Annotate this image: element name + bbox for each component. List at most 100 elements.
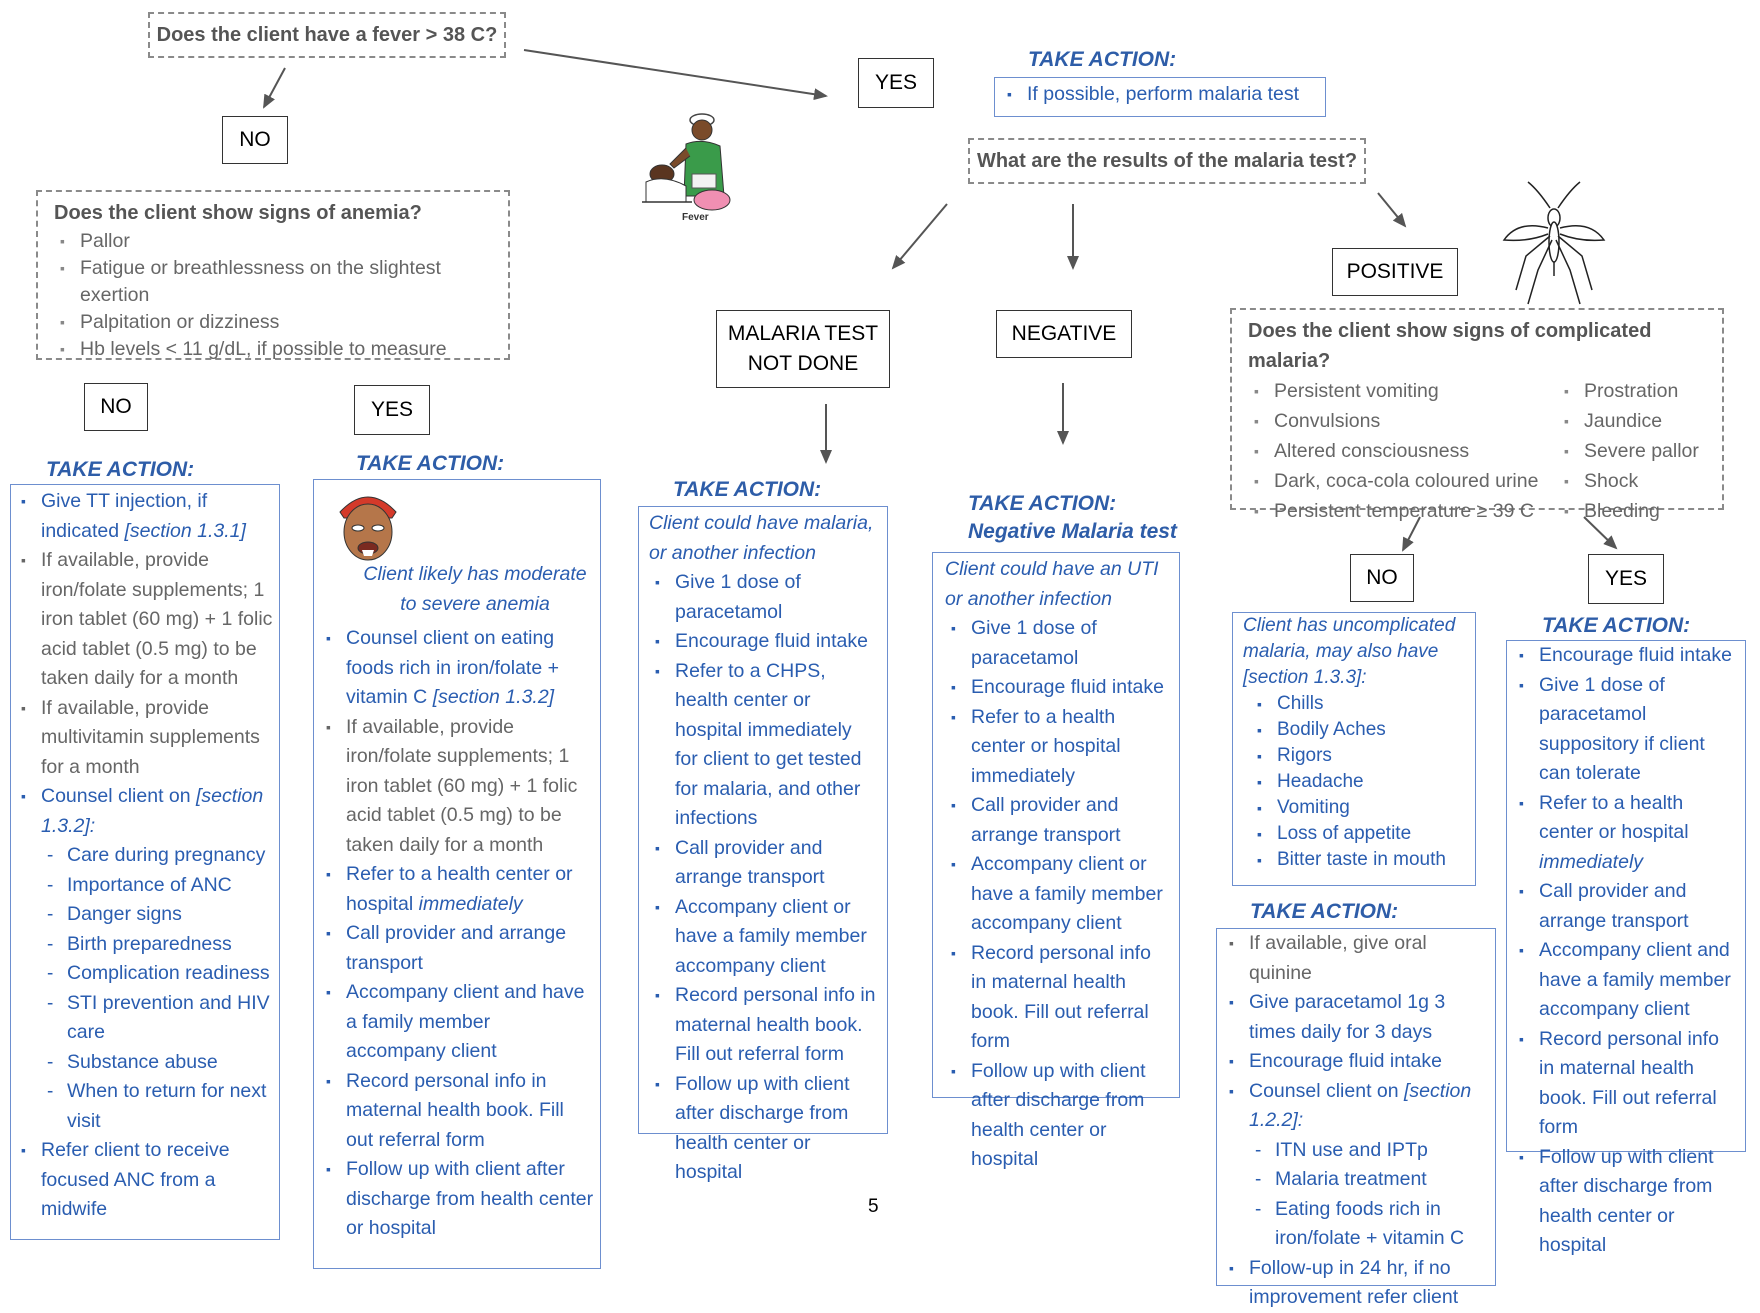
not-done-action-box: Client could have malaria, or another in…	[638, 506, 888, 1183]
counsel-item: Counsel client on [section 1.3.2]: Care …	[15, 782, 275, 1136]
paracetamol-item: Give paracetamol 1g 3 times daily for 3 …	[1223, 988, 1489, 1047]
arrow-results-positive	[1377, 192, 1407, 228]
fever-caption: Fever	[682, 212, 709, 223]
result-not-done-label: MALARIA TEST NOT DONE	[716, 310, 890, 388]
accompany-item: Accompany client and have a family membe…	[1513, 936, 1739, 1025]
arrow-fever-no	[263, 67, 286, 109]
negative-item: Accompany client or have a family member…	[945, 850, 1167, 939]
accompany-item: Accompany client and have a family membe…	[320, 978, 594, 1067]
negative-item: Follow up with client after discharge fr…	[945, 1057, 1167, 1175]
fluid-item: Encourage fluid intake	[1223, 1047, 1489, 1077]
anemia-yes-label: YES	[354, 385, 430, 435]
take-action-heading: TAKE ACTION:	[1028, 48, 1177, 71]
record-item: Record personal info in maternal health …	[320, 1067, 594, 1156]
complicated-sign: Prostration	[1558, 376, 1699, 406]
complicated-sign: Persistent vomiting	[1248, 376, 1558, 406]
refer-midwife-item: Refer client to receive focused ANC from…	[15, 1136, 275, 1225]
follow-up-item: Follow up with client after discharge fr…	[1513, 1143, 1739, 1261]
not-done-item: Follow up with client after discharge fr…	[649, 1070, 877, 1188]
anemic-face-icon	[339, 496, 397, 561]
counsel-topic: ITN use and IPTp	[1249, 1136, 1489, 1166]
counsel-topic: When to return for next visit	[41, 1077, 275, 1136]
uncomplicated-symptom: Loss of appetite	[1251, 821, 1465, 847]
fluid-item: Encourage fluid intake	[1513, 641, 1739, 671]
uncomplicated-symptom: Vomiting	[1251, 795, 1465, 821]
anemia-sign: Fatigue or breathlessness on the slighte…	[54, 255, 492, 309]
anemia-no-label: NO	[84, 383, 148, 431]
take-action-anemia-no: TAKE ACTION:	[46, 458, 195, 481]
iron-supplement-item: If available, provide iron/folate supple…	[15, 546, 275, 694]
counsel-topic: Importance of ANC	[41, 871, 275, 901]
follow-up-item: Follow-up in 24 hr, if no improvement re…	[1223, 1254, 1489, 1313]
not-done-item: Give 1 dose of paracetamol	[649, 568, 877, 627]
section-ref: [section 1.2.2]:	[1249, 1079, 1472, 1132]
uncomplicated-symptom: Rigors	[1251, 743, 1465, 769]
not-done-item: Accompany client or have a family member…	[649, 893, 877, 982]
malaria-test-action-box: If possible, perform malaria test	[994, 77, 1326, 117]
anemia-question-box: Does the client show signs of anemia? Pa…	[36, 190, 510, 363]
counsel-topic: Danger signs	[41, 900, 275, 930]
counsel-topic: Malaria treatment	[1249, 1165, 1489, 1195]
tt-injection-item: Give TT injection, if indicated [section…	[15, 487, 275, 546]
complicated-sign: Shock	[1558, 466, 1699, 496]
negative-item: Call provider and arrange transport	[945, 791, 1167, 850]
fever-question: Does the client have a fever > 38 C?	[148, 12, 506, 58]
result-negative-label: NEGATIVE	[996, 310, 1132, 358]
anemia-likely-note: Client likely has moderate to severe ane…	[363, 563, 587, 615]
anemia-yes-action-box: Client likely has moderate to severe ane…	[313, 479, 601, 1269]
complicated-sign: Convulsions	[1248, 406, 1558, 436]
take-action-not-done: TAKE ACTION:	[673, 478, 822, 501]
suppository-item: Give 1 dose of paracetamol suppository i…	[1513, 671, 1739, 789]
complicated-action-box: Encourage fluid intake Give 1 dose of pa…	[1506, 640, 1746, 1256]
result-positive-label: POSITIVE	[1332, 248, 1458, 296]
uncomplicated-note: Client has uncomplicated malaria, may al…	[1243, 615, 1456, 688]
complicated-sign: Dark, coca-cola coloured urine	[1248, 466, 1558, 496]
uncomplicated-action-box: If available, give oral quinine Give par…	[1216, 928, 1496, 1308]
negative-action-box: Client could have an UTI or another infe…	[932, 552, 1180, 1170]
take-action-complicated: TAKE ACTION:	[1542, 614, 1691, 637]
counsel-iron-item: Counsel client on eating foods rich in i…	[320, 624, 594, 713]
emphasis: immediately	[1539, 850, 1644, 873]
refer-item: Refer to a health center or hospital imm…	[320, 860, 594, 919]
complicated-sign: Altered consciousness	[1248, 436, 1558, 466]
anemia-face-block: Client likely has moderate to severe ane…	[320, 488, 594, 624]
complicated-sign: Persistent temperature ≥ 39 C	[1248, 496, 1558, 526]
counsel-topic: Complication readiness	[41, 959, 275, 989]
not-done-item: Encourage fluid intake	[649, 627, 877, 657]
take-action-negative-heading: TAKE ACTION:	[968, 492, 1117, 515]
counsel-topic: Birth preparedness	[41, 930, 275, 960]
counsel-topic: STI prevention and HIV care	[41, 989, 275, 1048]
not-done-item: Record personal info in maternal health …	[649, 981, 877, 1070]
negative-note: Client could have an UTI or another infe…	[945, 558, 1159, 610]
complicated-sign: Severe pallor	[1558, 436, 1699, 466]
page-number: 5	[868, 1196, 879, 1217]
follow-up-item: Follow up with client after discharge fr…	[320, 1155, 594, 1244]
anemia-sign: Palpitation or dizziness	[54, 309, 492, 336]
take-action-uncomplicated: TAKE ACTION:	[1250, 900, 1399, 923]
complicated-yes-label: YES	[1588, 554, 1664, 604]
multivitamin-item: If available, provide multivitamin suppl…	[15, 694, 275, 783]
counsel-item: Counsel client on [section 1.2.2]: ITN u…	[1223, 1077, 1489, 1254]
anemia-sign: Hb levels < 11 g/dL, if possible to meas…	[54, 336, 492, 363]
complicated-sign: Jaundice	[1558, 406, 1699, 436]
iron-supplement-item: If available, provide iron/folate supple…	[320, 713, 594, 861]
complicated-no-label: NO	[1350, 554, 1414, 602]
counsel-topic: Care during pregnancy	[41, 841, 275, 871]
refer-item: Refer to a health center or hospital imm…	[1513, 789, 1739, 878]
complicated-question: Does the client show signs of complicate…	[1248, 320, 1652, 372]
section-ref: [section 1.3.2]	[432, 686, 555, 708]
counsel-topic: Eating foods rich in iron/folate + vitam…	[1249, 1195, 1489, 1254]
negative-item: Give 1 dose of paracetamol	[945, 614, 1167, 673]
complicated-sign: Bleeding	[1558, 496, 1699, 526]
anemia-question: Does the client show signs of anemia?	[54, 202, 422, 224]
anemia-no-action-box: Give TT injection, if indicated [section…	[10, 484, 280, 1240]
not-done-item: Call provider and arrange transport	[649, 834, 877, 893]
negative-test-heading: Negative Malaria test	[968, 520, 1177, 543]
arrow-fever-yes	[523, 49, 828, 101]
nurse-fever-icon	[642, 113, 731, 211]
fever-yes-label: YES	[858, 58, 934, 108]
uncomplicated-symptom: Bodily Aches	[1251, 717, 1465, 743]
negative-item: Record personal info in maternal health …	[945, 939, 1167, 1057]
complicated-question-box: Does the client show signs of complicate…	[1230, 308, 1724, 526]
